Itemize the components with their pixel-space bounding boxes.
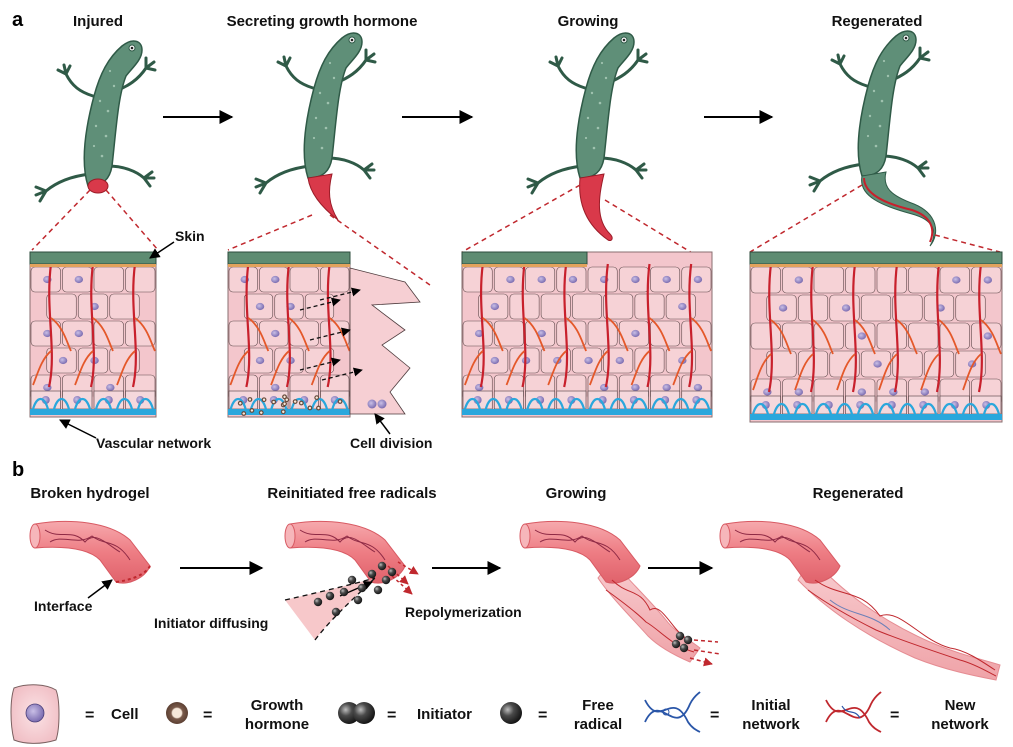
legend-equals-3: = — [387, 707, 396, 724]
arrow-vascular — [59, 419, 97, 439]
hydrogel-broken — [29, 520, 151, 584]
hydrogel-growing — [519, 520, 720, 664]
hydrogel-regenerated — [719, 520, 1001, 681]
stage-b-reinitiated: Reinitiated free radicals — [267, 485, 436, 502]
legend-initial-label-1: Initial — [751, 697, 790, 714]
legend-initiator-label: Initiator — [417, 706, 472, 723]
legend-growth-label-2: hormone — [245, 716, 309, 733]
lizard-secreting — [254, 31, 377, 221]
new-network-icon — [825, 691, 882, 733]
arrow-cell-division — [374, 413, 391, 435]
legend-initial-label-2: network — [742, 716, 800, 733]
label-repolymerization: Repolymerization — [405, 604, 522, 620]
free-radicals-growing — [671, 631, 693, 653]
legend-equals-2: = — [203, 707, 212, 724]
legend-new-label-2: network — [931, 716, 989, 733]
legend-cell-label: Cell — [111, 706, 139, 723]
cell-icon — [10, 684, 60, 744]
label-skin: Skin — [175, 228, 205, 244]
lizard-growing — [526, 31, 649, 241]
tissue-secreting — [227, 251, 421, 418]
panel-a-letter: a — [12, 9, 24, 31]
free-radical-icon — [500, 702, 522, 724]
tissue-blocks — [29, 251, 1003, 423]
legend-free-label-1: Free — [582, 697, 614, 714]
initiator-icon — [338, 702, 375, 724]
legend-equals-5: = — [710, 707, 719, 724]
legend-equals-1: = — [85, 707, 94, 724]
lizard-injured — [34, 39, 157, 203]
legend: = Cell = Growth hormone = Initiator = Fr… — [10, 684, 989, 744]
label-cell-division: Cell division — [350, 435, 432, 451]
legend-new-label-1: New — [945, 697, 976, 714]
stage-a-secreting: Secreting growth hormone — [227, 13, 418, 30]
stage-b-regenerated: Regenerated — [813, 485, 904, 502]
legend-free-label-2: radical — [574, 716, 622, 733]
stage-a-regenerated: Regenerated — [832, 13, 923, 30]
tissue-injured — [29, 251, 157, 418]
legend-equals-4: = — [538, 707, 547, 724]
growth-hormone-icon — [166, 702, 188, 724]
legend-growth-label-1: Growth — [251, 697, 304, 714]
label-initiator-diffusing: Initiator diffusing — [154, 615, 268, 631]
label-vascular-network: Vascular network — [96, 435, 211, 451]
stage-b-broken: Broken hydrogel — [30, 485, 149, 502]
stage-a-growing: Growing — [558, 13, 619, 30]
free-radicals-reinitiated — [313, 561, 397, 617]
panel-b-letter: b — [12, 459, 24, 481]
initial-network-icon — [644, 691, 701, 733]
arrow-skin — [149, 241, 175, 259]
hydrogel-reinitiated — [284, 520, 419, 641]
label-interface: Interface — [34, 598, 93, 614]
zoom-lines — [31, 184, 1001, 286]
legend-equals-6: = — [890, 707, 899, 724]
tissue-growing — [461, 251, 713, 418]
tissue-regenerated — [749, 251, 1003, 423]
lizard-regenerated — [808, 29, 937, 247]
arrow-interface — [87, 579, 113, 599]
stage-a-injured: Injured — [73, 13, 123, 30]
stage-b-growing: Growing — [546, 485, 607, 502]
